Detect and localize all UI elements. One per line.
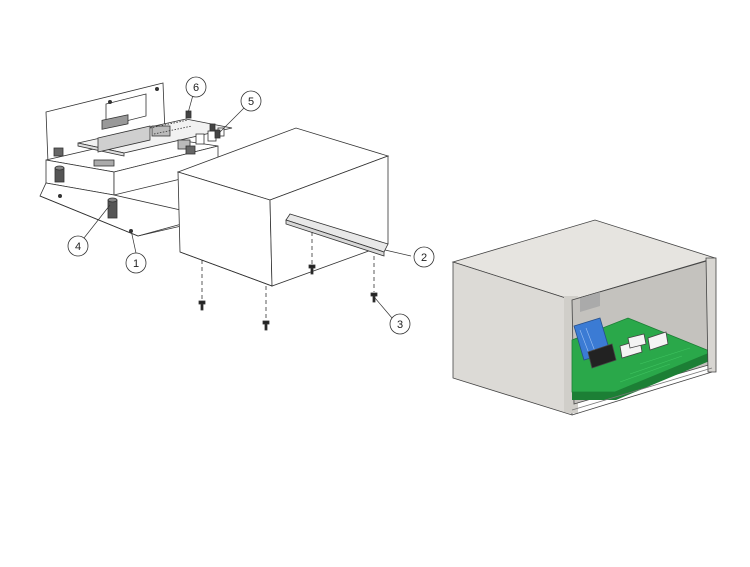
exploded-pcb (77, 114, 233, 167)
assembled-connectors (619, 331, 669, 359)
callout-4: 4 (67, 235, 89, 257)
callout-4-label: 4 (75, 241, 81, 253)
standoff-front (107, 197, 118, 219)
callout-5: 5 (240, 90, 262, 112)
callouts: 1 2 3 4 5 6 (67, 76, 435, 335)
screw-set (198, 232, 378, 331)
callout-6-label: 6 (193, 82, 199, 94)
standoff-left (54, 165, 65, 183)
standoff-top-right (185, 145, 196, 155)
callout-1-label: 1 (133, 258, 139, 270)
callout-5-label: 5 (248, 96, 254, 108)
callout-3: 3 (389, 313, 411, 335)
assembled-view (451, 219, 717, 416)
exploded-cover (176, 127, 390, 287)
callout-2-label: 2 (421, 252, 427, 264)
callout-2: 2 (413, 246, 435, 268)
leader-lines (83, 94, 412, 319)
callout-6: 6 (185, 76, 207, 98)
pcb-top-screw (214, 129, 221, 139)
callout-3-label: 3 (397, 319, 403, 331)
standoff-top-left (53, 147, 64, 157)
callout-1: 1 (125, 252, 147, 274)
exploded-view (39, 82, 390, 331)
